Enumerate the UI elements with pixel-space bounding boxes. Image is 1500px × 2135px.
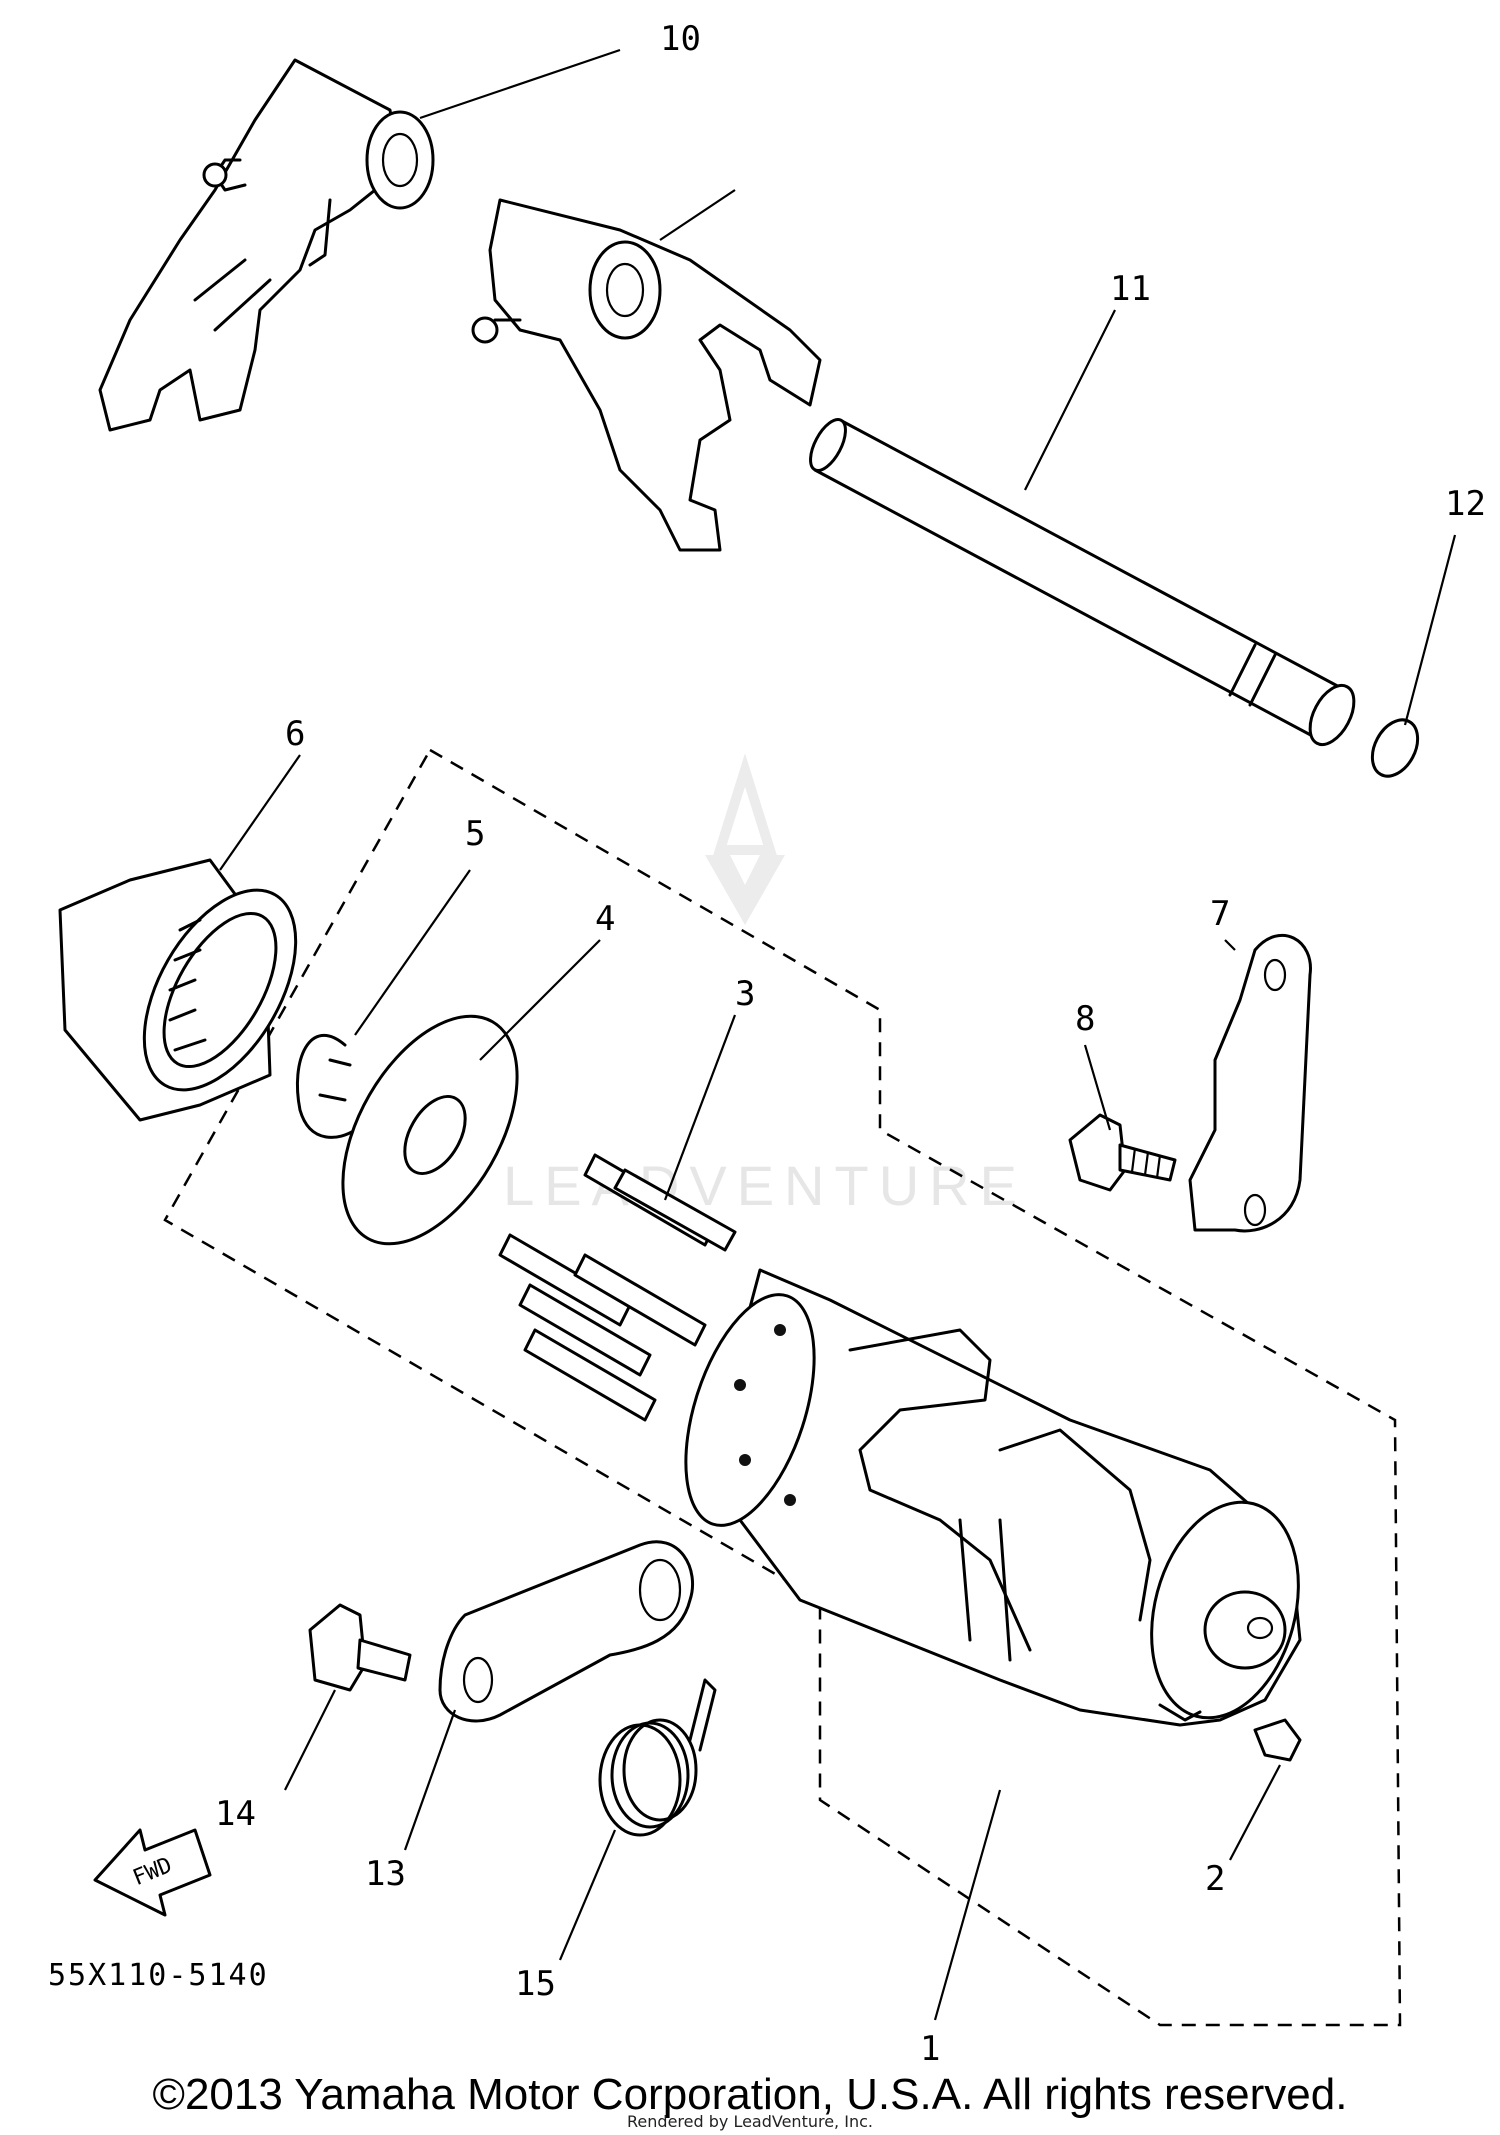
callout-4: 4 bbox=[595, 899, 615, 939]
lever-13 bbox=[438, 1540, 695, 1723]
callout-3: 3 bbox=[735, 974, 755, 1014]
callout-5: 5 bbox=[465, 814, 485, 854]
callout-15: 15 bbox=[515, 1964, 556, 2004]
bearing-6 bbox=[58, 858, 298, 1122]
stopper-plate-7 bbox=[1188, 933, 1312, 1233]
shift-drum-1 bbox=[684, 1268, 1302, 1727]
e-clip-5 bbox=[295, 1033, 357, 1139]
callout-13: 13 bbox=[365, 1854, 406, 1894]
callout-7: 7 bbox=[1210, 894, 1230, 934]
assembly-boundary bbox=[163, 748, 1402, 2027]
callout-6: 6 bbox=[285, 714, 305, 754]
callout-14: 14 bbox=[215, 1794, 256, 1834]
shift-fork-10b bbox=[471, 198, 822, 552]
watermark-text: LEADVENTURE bbox=[503, 1154, 1027, 1217]
washer-4 bbox=[341, 1014, 519, 1246]
callout-2: 2 bbox=[1205, 1859, 1225, 1899]
bolt-8 bbox=[1068, 1113, 1177, 1192]
part-code: 55X110-5140 bbox=[48, 1958, 269, 1993]
pins-3 bbox=[498, 1153, 737, 1422]
callout-10: 10 bbox=[660, 19, 701, 59]
rendered-by-credit: Rendered by LeadVenture, Inc. bbox=[627, 2112, 873, 2131]
callout-11: 11 bbox=[1110, 269, 1151, 309]
callout-1: 1 bbox=[920, 2029, 940, 2069]
shift-shaft-11 bbox=[809, 418, 1356, 746]
circlip-12 bbox=[1370, 718, 1420, 778]
fwd-arrow-icon: FWD bbox=[93, 1828, 212, 1917]
leader-lines bbox=[219, 48, 1457, 2021]
bolt-14 bbox=[308, 1603, 412, 1692]
copyright-notice: ©2013 Yamaha Motor Corporation, U.S.A. A… bbox=[152, 2070, 1348, 2119]
spring-15 bbox=[598, 1678, 717, 1837]
pin-2 bbox=[1253, 1718, 1302, 1762]
callout-8: 8 bbox=[1075, 999, 1095, 1039]
callout-labels: 10 11 12 6 5 4 3 7 8 2 1 14 13 15 bbox=[215, 19, 1486, 2069]
shift-fork-10 bbox=[98, 58, 435, 432]
callout-12: 12 bbox=[1445, 484, 1486, 524]
